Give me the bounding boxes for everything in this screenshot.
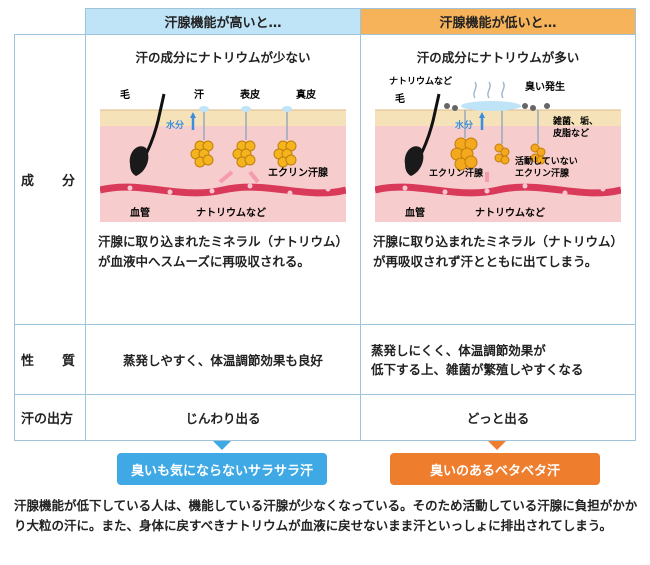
property-high: 蒸発しやすく、体温調節効果も良好 bbox=[86, 325, 361, 395]
row-label-property: 性 質 bbox=[14, 325, 86, 395]
hair-follicle bbox=[404, 146, 424, 176]
large-sweat-drop bbox=[461, 101, 521, 111]
label-odor: 臭い発生 bbox=[525, 80, 565, 93]
skin-diagram-high: 毛 汗 表皮 真皮 水分 エクリン汗腺 血管 ナトリウムなど bbox=[100, 88, 346, 222]
header-corner bbox=[14, 8, 86, 35]
result-low-badge: 臭いのあるベタベタ汗 bbox=[390, 453, 600, 485]
property-low: 蒸発しにくく、体温調節効果が 低下する上、雑菌が繁殖しやすくなる bbox=[361, 325, 636, 395]
epidermis-layer bbox=[100, 110, 346, 126]
property-low-line-1: 蒸発しにくく、体温調節効果が bbox=[371, 343, 546, 358]
skin-diagram-low: ナトリウムなど 臭い発生 毛 水分 雑菌、垢、 皮脂など エクリン汗腺 活動して… bbox=[375, 75, 621, 222]
bacteria-dots bbox=[444, 103, 550, 111]
result-high-badge: 臭いも気にならないサラサラ汗 bbox=[117, 453, 327, 485]
label-inactive-1: 活動していない bbox=[515, 155, 578, 167]
label-bacteria-2: 皮脂など bbox=[552, 127, 589, 139]
component-low-description: 汗腺に取り込まれたミネラル（ナトリウム）が再吸収されず汗とともに出てしまう。 bbox=[373, 234, 624, 269]
sweat-glands bbox=[450, 137, 546, 171]
row-label-property-a: 性 bbox=[21, 354, 35, 369]
sweat-glands bbox=[190, 140, 297, 168]
header-low-function: 汗腺機能が低いと… bbox=[361, 8, 636, 35]
blood-vessel bbox=[100, 183, 346, 197]
row-label-component-b: 分 bbox=[61, 174, 75, 189]
label-sodium: ナトリウムなど bbox=[475, 206, 545, 219]
label-bacteria-1: 雑菌、垢、 bbox=[552, 115, 598, 127]
blood-vessel bbox=[375, 183, 621, 197]
row-label-output: 汗の出方 bbox=[14, 395, 86, 441]
label-water: 水分 bbox=[455, 119, 473, 131]
label-hair: 毛 bbox=[395, 92, 405, 105]
comparison-table: 汗腺機能が高いと… 汗腺機能が低いと… 成 分 汗の成分にナトリウムが少ない bbox=[14, 8, 636, 441]
output-low: どっと出る bbox=[361, 395, 636, 441]
component-low-subtitle: 汗の成分にナトリウムが多い bbox=[416, 50, 580, 65]
label-eccrine: エクリン汗腺 bbox=[268, 166, 329, 179]
row-label-property-b: 質 bbox=[61, 354, 75, 369]
dermis-layer bbox=[375, 124, 621, 222]
row-label-component-a: 成 bbox=[21, 174, 35, 189]
property-low-line-2: 低下する上、雑菌が繁殖しやすくなる bbox=[371, 362, 584, 377]
label-eccrine: エクリン汗腺 bbox=[429, 167, 484, 179]
label-sweat: 汗 bbox=[194, 88, 204, 101]
odor-lines bbox=[473, 81, 505, 99]
label-sodium-top: ナトリウムなど bbox=[389, 75, 452, 87]
label-dermis: 真皮 bbox=[296, 88, 316, 101]
label-inactive-2: エクリン汗腺 bbox=[515, 167, 570, 179]
arrow-down-low-icon bbox=[488, 441, 506, 450]
label-vessel: 血管 bbox=[405, 206, 425, 219]
header-high-function: 汗腺機能が高いと… bbox=[86, 8, 361, 35]
component-low-cell: 汗の成分にナトリウムが多い bbox=[361, 35, 636, 325]
label-hair: 毛 bbox=[120, 88, 130, 101]
label-water: 水分 bbox=[166, 119, 184, 131]
component-high-cell: 汗の成分にナトリウムが少ない bbox=[86, 35, 361, 325]
footer-note: 汗腺機能が低下している人は、機能している汗腺が少なくなっている。そのため活動して… bbox=[14, 498, 638, 533]
label-epidermis: 表皮 bbox=[239, 88, 260, 101]
epidermis-layer bbox=[375, 110, 621, 126]
label-vessel: 血管 bbox=[130, 206, 150, 219]
arrow-down-high-icon bbox=[213, 441, 231, 450]
component-high-subtitle: 汗の成分にナトリウムが少ない bbox=[135, 50, 311, 65]
dermis-layer bbox=[100, 124, 346, 222]
output-high: じんわり出る bbox=[86, 395, 361, 441]
component-high-description: 汗腺に取り込まれたミネラル（ナトリウム）が血液中へスムーズに再吸収される。 bbox=[98, 234, 349, 269]
row-label-component: 成 分 bbox=[14, 35, 86, 325]
hair-follicle bbox=[129, 146, 149, 176]
label-sodium: ナトリウムなど bbox=[196, 206, 266, 219]
